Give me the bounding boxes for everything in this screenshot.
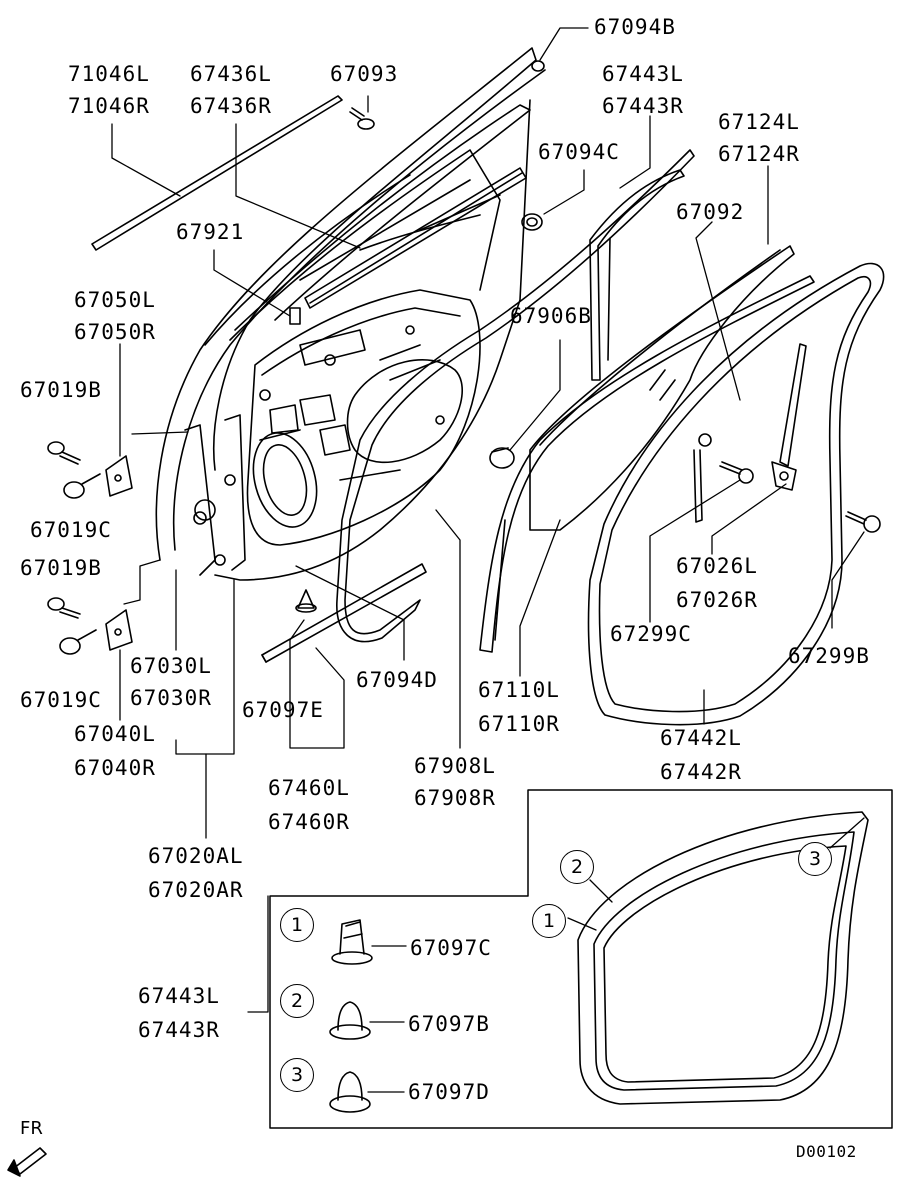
part-label-67908l[interactable]: 67908L	[414, 754, 496, 778]
part-label-67019b-lower[interactable]: 67019B	[20, 556, 102, 580]
part-label-67443r[interactable]: 67443R	[602, 94, 684, 118]
bolt-67299c	[719, 461, 754, 484]
seal-callout-3: 3	[798, 842, 832, 876]
front-direction-label: FR	[20, 1118, 43, 1139]
part-label-71046l[interactable]: 71046L	[68, 62, 150, 86]
part-label-67299b[interactable]: 67299B	[788, 644, 870, 668]
part-label-67299c[interactable]: 67299C	[610, 622, 692, 646]
detail-leader-lines	[367, 817, 865, 1093]
part-label-67124l[interactable]: 67124L	[718, 110, 800, 134]
part-label-67460r[interactable]: 67460R	[268, 810, 350, 834]
part-label-67443r-detail[interactable]: 67443R	[138, 1018, 220, 1042]
part-label-67019c-lower[interactable]: 67019C	[20, 688, 102, 712]
door-shell	[155, 47, 546, 581]
part-label-67436l[interactable]: 67436L	[190, 62, 272, 86]
callout-number-3: 3	[280, 1058, 314, 1092]
cushion-67906b	[489, 447, 515, 469]
part-label-67110r[interactable]: 67110R	[478, 712, 560, 736]
detail-box-outline	[269, 789, 893, 1129]
part-label-67442r[interactable]: 67442R	[660, 760, 742, 784]
part-label-67040l[interactable]: 67040L	[74, 722, 156, 746]
diagram-code: D00102	[796, 1142, 857, 1161]
part-label-67906b[interactable]: 67906B	[510, 304, 592, 328]
bolt-67299b	[845, 511, 881, 533]
part-label-67030l[interactable]: 67030L	[130, 654, 212, 678]
leader-lines	[111, 27, 865, 1013]
part-label-67030r[interactable]: 67030R	[130, 686, 212, 710]
door-weatherstrip	[587, 262, 885, 726]
door-glass	[529, 245, 795, 531]
part-label-67050l[interactable]: 67050L	[74, 288, 156, 312]
seal-callout-2: 2	[560, 850, 594, 884]
part-label-67921[interactable]: 67921	[176, 220, 245, 244]
hinge-bolt-67019b-upper	[47, 441, 81, 465]
part-label-67050r[interactable]: 67050R	[74, 320, 156, 344]
part-label-67443l-detail[interactable]: 67443L	[138, 984, 220, 1008]
part-label-67093[interactable]: 67093	[330, 62, 399, 86]
clip-67097e	[295, 589, 317, 613]
part-label-67020ar[interactable]: 67020AR	[148, 878, 244, 902]
part-label-67097d[interactable]: 67097D	[408, 1080, 490, 1104]
belt-molding	[91, 95, 343, 251]
callout-number-2: 2	[280, 984, 314, 1018]
clip-67097b-drawing	[329, 1001, 371, 1040]
inner-belt-weatherstrip	[304, 167, 527, 309]
part-label-67092[interactable]: 67092	[676, 200, 745, 224]
hinge-bolt-67019b-lower	[47, 597, 81, 619]
part-label-67040r[interactable]: 67040R	[74, 756, 156, 780]
part-label-67097c[interactable]: 67097C	[410, 936, 492, 960]
opening-weatherstrip	[336, 149, 695, 643]
part-label-67020al[interactable]: 67020AL	[148, 844, 244, 868]
part-label-67436r[interactable]: 67436R	[190, 94, 272, 118]
part-label-67124r[interactable]: 67124R	[718, 142, 800, 166]
callout-number-1: 1	[280, 908, 314, 942]
screw-67093	[349, 107, 375, 130]
front-direction-arrow	[7, 1147, 47, 1177]
glass-run-channel	[589, 169, 685, 381]
part-label-67097b[interactable]: 67097B	[408, 1012, 490, 1036]
regulator-rail	[779, 343, 807, 467]
hinge-bolt-67019c-upper	[63, 473, 101, 499]
part-label-67094c[interactable]: 67094C	[538, 140, 620, 164]
clip-67097c-drawing	[331, 919, 373, 965]
part-label-67097e[interactable]: 67097E	[242, 698, 324, 722]
part-label-67019b-upper[interactable]: 67019B	[20, 378, 102, 402]
cap-67094c	[521, 213, 543, 231]
regulator-clamp-67026	[771, 461, 797, 491]
part-label-67094b[interactable]: 67094B	[594, 15, 676, 39]
label-67921	[289, 307, 301, 325]
part-label-67110l[interactable]: 67110L	[478, 678, 560, 702]
lower-sash-channel	[479, 275, 815, 653]
hinge-67050	[105, 455, 133, 497]
clip-67097d-drawing	[329, 1071, 371, 1113]
part-label-67460l[interactable]: 67460L	[268, 776, 350, 800]
part-label-67026l[interactable]: 67026L	[676, 554, 758, 578]
hinge-67040	[105, 609, 133, 651]
hinge-bolt-67019c-lower	[59, 629, 97, 655]
part-label-67443l[interactable]: 67443L	[602, 62, 684, 86]
detail-weatherstrip	[577, 811, 869, 1105]
part-label-67442l[interactable]: 67442L	[660, 726, 742, 750]
part-label-71046r[interactable]: 71046R	[68, 94, 150, 118]
seal-callout-1: 1	[532, 904, 566, 938]
part-label-67026r[interactable]: 67026R	[676, 588, 758, 612]
part-label-67019c-upper[interactable]: 67019C	[30, 518, 112, 542]
part-label-67908r[interactable]: 67908R	[414, 786, 496, 810]
grommet-67094b	[531, 60, 545, 72]
part-label-67094d[interactable]: 67094D	[356, 668, 438, 692]
